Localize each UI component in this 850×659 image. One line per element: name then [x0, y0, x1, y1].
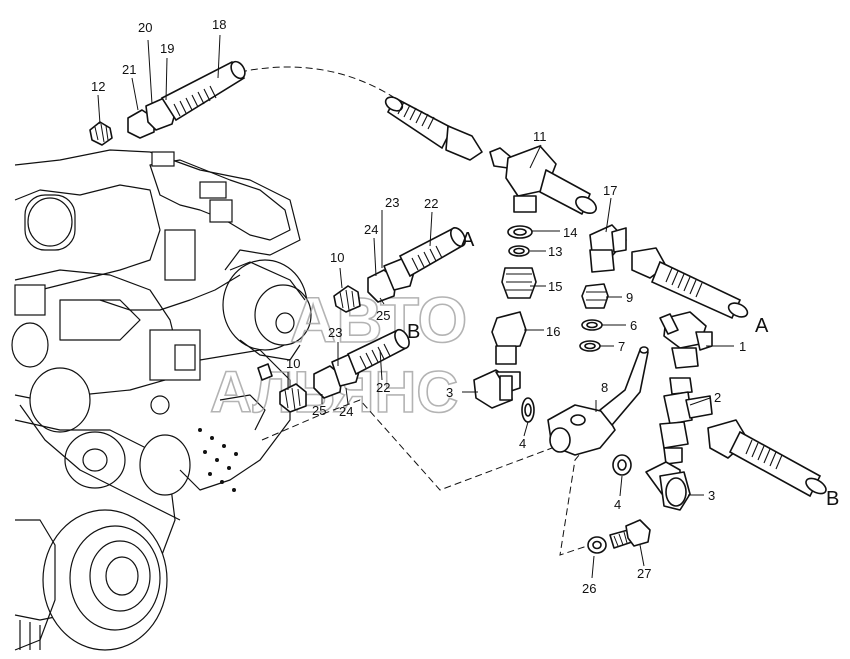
part-7-washer	[579, 340, 601, 352]
callout-4-lower: 4	[614, 497, 621, 512]
callout-25-lower: 25	[312, 403, 326, 418]
callout-11: 11	[533, 129, 547, 144]
upper-hose-assembly	[384, 96, 513, 169]
engine-vent-dots	[198, 428, 238, 492]
callout-27: 27	[637, 566, 651, 581]
callout-labels: 12 21 20 19 18 11 14 13 15 16 3 4 8 17 9…	[91, 17, 746, 596]
leader-lines	[97, 34, 734, 579]
callout-2: 2	[714, 390, 721, 405]
callout-13: 13	[548, 244, 562, 259]
engine-block	[11, 149, 312, 651]
part-1-tee	[659, 311, 713, 369]
callout-6: 6	[630, 318, 637, 333]
lower-hose-22-assembly	[313, 328, 410, 399]
part-4-washer-lower	[612, 454, 632, 476]
part-26-washer	[587, 536, 607, 554]
part-15-adapter	[501, 267, 537, 299]
callout-17: 17	[603, 183, 617, 198]
part-10-upper-nipple	[333, 285, 361, 313]
letter-a-left: A	[461, 229, 475, 251]
callout-22-lower: 22	[376, 380, 390, 395]
callout-12: 12	[91, 79, 105, 94]
callout-25-upper: 25	[376, 308, 390, 323]
callout-10-upper: 10	[330, 250, 344, 265]
part-10-lower-nipple	[279, 383, 307, 413]
callout-15: 15	[548, 279, 562, 294]
callout-24-lower: 24	[339, 404, 353, 419]
callout-9: 9	[626, 290, 633, 305]
callout-10-lower: 10	[286, 356, 300, 371]
lower-right-hose-B	[707, 419, 827, 498]
part-18-hose	[160, 60, 246, 122]
callout-4-upper: 4	[519, 436, 526, 451]
callout-8: 8	[601, 380, 608, 395]
part-11-tee	[505, 145, 597, 215]
part-17-elbow	[589, 224, 627, 273]
callout-16: 16	[546, 324, 560, 339]
callout-21: 21	[122, 62, 136, 77]
upper-right-hose-A	[631, 247, 749, 320]
part-9-nipple	[581, 283, 609, 309]
callout-18: 18	[212, 17, 226, 32]
part-8-block	[547, 346, 649, 456]
callout-3-lower: 3	[708, 488, 715, 503]
callout-26: 26	[582, 581, 596, 596]
part-4-washer-upper	[521, 397, 535, 423]
callout-3-upper: 3	[446, 385, 453, 400]
part-16-nut	[491, 311, 527, 365]
callout-22-upper: 22	[424, 196, 438, 211]
callout-19: 19	[160, 41, 174, 56]
part-14-washer	[507, 225, 533, 239]
callout-1: 1	[739, 339, 746, 354]
small-nipple-near-engine	[257, 363, 273, 381]
part-13-washer	[508, 245, 530, 257]
letter-b-right: B	[826, 488, 839, 510]
callout-24-upper: 24	[364, 222, 378, 237]
upper-hose-22-assembly	[367, 226, 467, 303]
connection-letters: A B A B	[407, 229, 839, 510]
letter-b-left: B	[407, 321, 420, 343]
part-6-washer	[581, 319, 603, 331]
callout-20: 20	[138, 20, 152, 35]
part-3-elbow-upper	[473, 369, 521, 409]
part-27-bolt	[609, 519, 651, 549]
callout-14: 14	[563, 225, 577, 240]
callout-23-upper: 23	[385, 195, 399, 210]
part-3-elbow-lower	[645, 461, 691, 511]
callout-7: 7	[618, 339, 625, 354]
part-2-tee	[659, 377, 713, 465]
callout-23-lower: 23	[328, 325, 342, 340]
letter-a-right: A	[755, 315, 769, 337]
part-12-nipple	[89, 121, 113, 146]
